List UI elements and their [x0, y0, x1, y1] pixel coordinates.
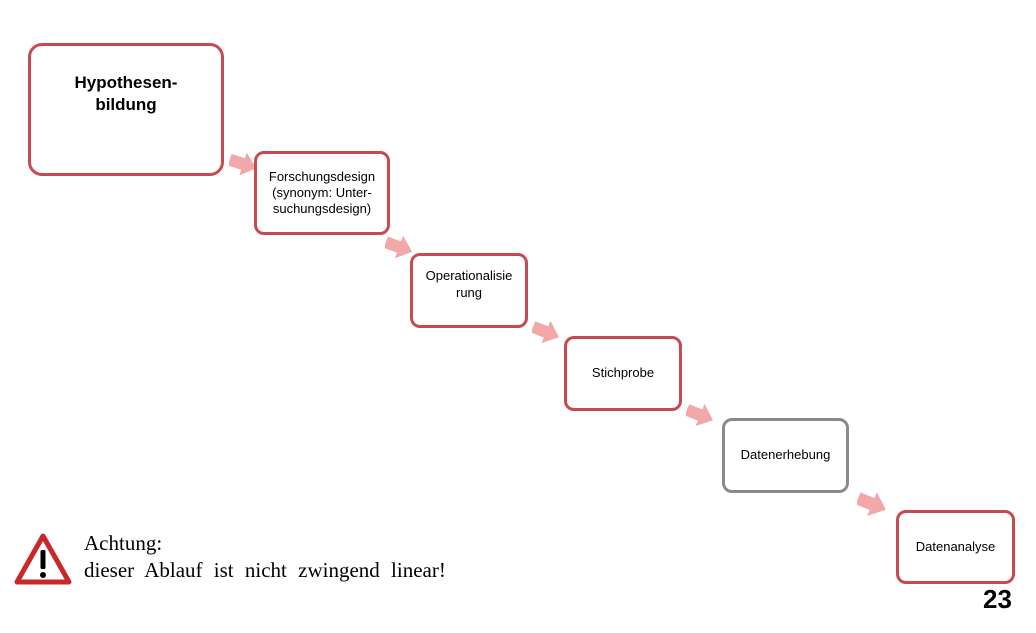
step-label: Operationalisie rung: [425, 268, 513, 300]
arrow-icon: [857, 492, 886, 516]
step-datenanalyse: Datenanalyse: [896, 510, 1015, 584]
arrow-icon: [686, 403, 713, 427]
step-hypothesenbildung: Hypothesen- bildung: [28, 43, 224, 176]
warning-text: dieser Ablauf ist nicht zwingend linear!: [84, 558, 446, 582]
arrow-icon: [229, 152, 257, 176]
step-datenerhebung: Datenerhebung: [722, 418, 849, 493]
warning-title: Achtung:: [84, 531, 163, 555]
warning-triangle-icon: [14, 533, 72, 585]
arrow-icon: [532, 320, 559, 344]
arrow-icon: [385, 235, 413, 259]
step-stichprobe: Stichprobe: [564, 336, 682, 411]
step-forschungsdesign: Forschungsdesign (synonym: Unter- suchun…: [254, 151, 390, 235]
step-label: Datenerhebung: [740, 447, 831, 463]
step-label: Forschungsdesign (synonym: Unter- suchun…: [268, 168, 376, 217]
step-label: Stichprobe: [591, 365, 655, 381]
warning-note: Achtung: dieser Ablauf ist nicht zwingen…: [84, 530, 446, 584]
step-label: Datenanalyse: [915, 538, 996, 554]
step-operationalisierung: Operationalisie rung: [410, 253, 528, 328]
step-label: Hypothesen- bildung: [74, 73, 178, 114]
page-number: 23: [983, 584, 1012, 614]
